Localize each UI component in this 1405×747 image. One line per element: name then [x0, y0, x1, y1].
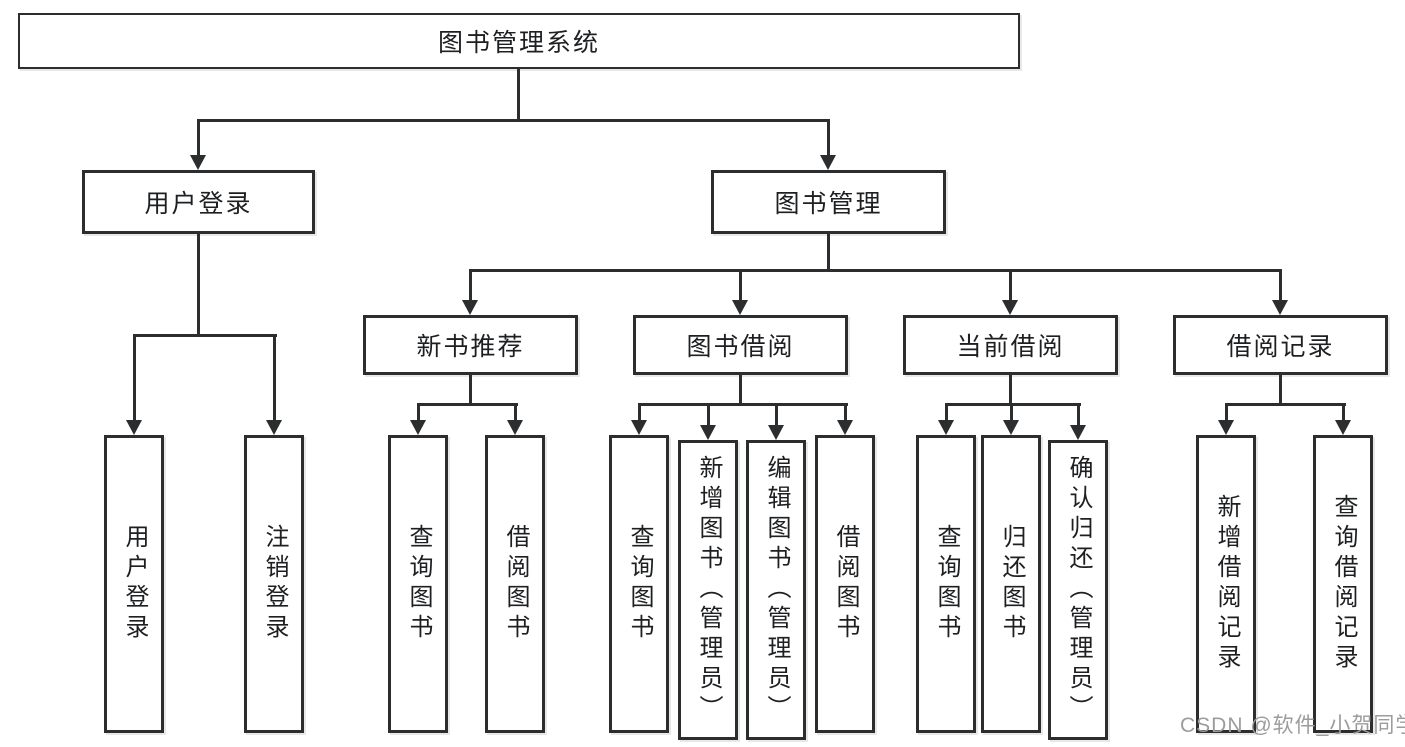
node-label: 用户登录 [121, 524, 148, 644]
connector-line [197, 119, 200, 157]
connector-line [945, 403, 948, 422]
node-label: 借阅图书 [832, 524, 859, 644]
connector-line [707, 403, 710, 427]
leaf-borrow-books-recommend: 借阅图书 [485, 435, 545, 733]
connector-line [273, 334, 276, 422]
leaf-add-books-admin: 新增图书（管理员） [678, 440, 738, 740]
arrow-down-icon [126, 420, 142, 435]
connector-line [1009, 373, 1012, 406]
node-root-book-management-system: 图书管理系统 [18, 13, 1020, 69]
node-new-book-recommendation: 新书推荐 [363, 315, 578, 375]
leaf-query-books-current: 查询图书 [916, 435, 976, 733]
connector-line [1225, 403, 1228, 422]
node-book-borrowing: 图书借阅 [633, 315, 848, 375]
node-label: 归还图书 [998, 524, 1025, 644]
connector-line [739, 373, 742, 406]
connector-line [133, 334, 277, 337]
arrow-down-icon [1002, 300, 1018, 315]
arrow-down-icon [837, 420, 853, 435]
leaf-logout: 注销登录 [244, 435, 304, 733]
arrow-down-icon [1003, 420, 1019, 435]
leaf-add-borrow-record: 新增借阅记录 [1196, 435, 1256, 733]
connector-line [827, 119, 830, 157]
arrow-down-icon [820, 155, 836, 170]
connector-line [775, 403, 778, 427]
connector-line [739, 269, 742, 302]
leaf-edit-books-admin: 编辑图书（管理员） [746, 440, 806, 740]
node-label: 确认归还（管理员） [1065, 455, 1092, 725]
node-label: 查询图书 [626, 524, 653, 644]
leaf-borrow-books: 借阅图书 [815, 435, 875, 733]
connector-line [1342, 403, 1345, 422]
arrow-down-icon [1335, 420, 1351, 435]
node-label: 图书管理系统 [437, 29, 600, 57]
arrow-down-icon [266, 420, 282, 435]
arrow-down-icon [631, 420, 647, 435]
node-label: 编辑图书（管理员） [763, 455, 790, 725]
arrow-down-icon [1218, 420, 1234, 435]
csdn-watermark: CSDN @软件_小贺同学 [1180, 714, 1405, 737]
connector-line [417, 403, 518, 406]
connector-line [417, 403, 420, 422]
node-borrowing-records: 借阅记录 [1173, 315, 1388, 375]
arrow-down-icon [1070, 425, 1086, 440]
node-label: 当前借阅 [956, 333, 1065, 361]
leaf-query-books-borrow: 查询图书 [609, 435, 669, 733]
connector-line [1009, 269, 1012, 302]
connector-line [1279, 269, 1282, 302]
connector-line [469, 373, 472, 406]
node-label: 新增借阅记录 [1213, 494, 1240, 674]
leaf-user-login: 用户登录 [104, 435, 164, 733]
node-label: 查询图书 [405, 524, 432, 644]
connector-line [1010, 403, 1013, 422]
node-label: 图书借阅 [686, 333, 795, 361]
node-user-login: 用户登录 [82, 170, 315, 234]
connector-line [514, 403, 517, 422]
connector-line [844, 403, 847, 422]
connector-line [197, 119, 830, 122]
arrow-down-icon [507, 420, 523, 435]
node-label: 借阅图书 [502, 524, 529, 644]
node-label: 查询图书 [933, 524, 960, 644]
leaf-query-borrow-record: 查询借阅记录 [1313, 435, 1373, 733]
node-label: 新增图书（管理员） [695, 455, 722, 725]
connector-line [469, 269, 1282, 272]
node-label: 新书推荐 [416, 333, 525, 361]
leaf-query-books-recommend: 查询图书 [388, 435, 448, 733]
node-label: 图书管理 [774, 190, 883, 218]
connector-line [1279, 373, 1282, 406]
arrow-down-icon [1272, 300, 1288, 315]
connector-line [1077, 403, 1080, 427]
leaf-confirm-return-admin: 确认归还（管理员） [1048, 440, 1108, 740]
arrow-down-icon [190, 155, 206, 170]
connector-line [133, 334, 136, 422]
connector-line [469, 269, 472, 302]
node-label: 用户登录 [144, 190, 253, 218]
connector-line [1225, 403, 1346, 406]
connector-line [638, 403, 641, 422]
leaf-return-books: 归还图书 [981, 435, 1041, 733]
node-book-management: 图书管理 [711, 170, 946, 234]
node-current-borrowing: 当前借阅 [903, 315, 1118, 375]
node-label: 借阅记录 [1226, 333, 1335, 361]
node-label: 注销登录 [261, 524, 288, 644]
connector-line [945, 403, 1081, 406]
connector-line [827, 232, 830, 272]
connector-line [638, 403, 848, 406]
node-label: 查询借阅记录 [1330, 494, 1357, 674]
arrow-down-icon [768, 425, 784, 440]
connector-line [197, 232, 200, 337]
arrow-down-icon [700, 425, 716, 440]
arrow-down-icon [938, 420, 954, 435]
connector-line [517, 67, 520, 120]
arrow-down-icon [410, 420, 426, 435]
arrow-down-icon [732, 300, 748, 315]
arrow-down-icon [462, 300, 478, 315]
